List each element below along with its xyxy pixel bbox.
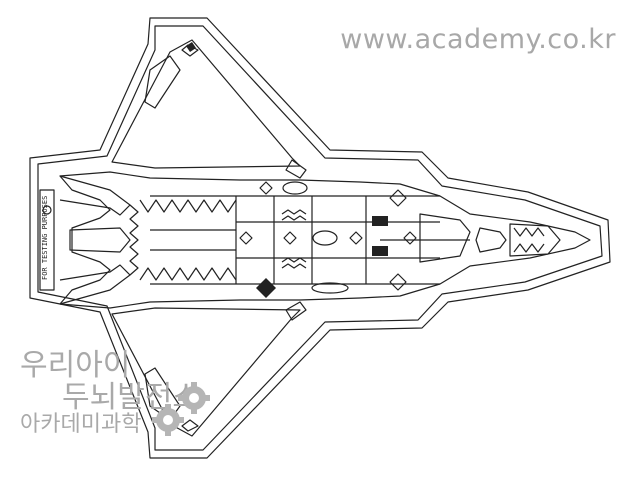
korean-watermark-line1: 우리아이 — [20, 348, 131, 383]
upper-wing — [111, 39, 301, 169]
sheet-outline — [29, 17, 611, 459]
lower-wing — [111, 307, 301, 437]
korean-watermark-line3: 아카데미과학 — [20, 412, 142, 437]
korean-watermark-line2: 두뇌발전소 — [62, 380, 200, 415]
fuselage — [59, 171, 591, 309]
sheet-inner-outline — [37, 25, 603, 451]
side-label: FOR TESTING PURPOSES — [41, 196, 49, 280]
gear-icon — [152, 382, 210, 436]
site-url-watermark: www.academy.co.kr — [340, 24, 616, 55]
